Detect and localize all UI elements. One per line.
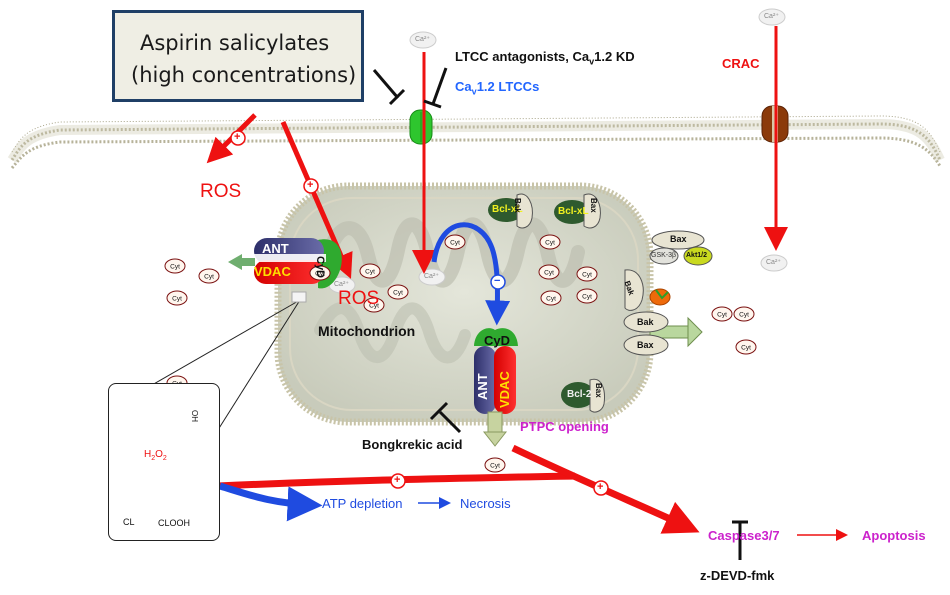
bcl2-label: Bcl-2 xyxy=(567,389,592,400)
minus-marker: − xyxy=(494,275,501,287)
ptpc-opening-label: PTPC opening xyxy=(520,419,609,434)
bclxl-label-2: Bcl-xL xyxy=(558,206,589,217)
inset-callout-lines xyxy=(151,291,307,434)
cytochrome-c-3: Cyt xyxy=(166,290,188,306)
bongkrekic-acid-label: Bongkrekic acid xyxy=(362,437,463,452)
cytochrome-c-19: Cyt xyxy=(484,457,506,473)
aspirin-line-1: Aspirin salicylates xyxy=(140,31,330,55)
cav-ltcc-label: Cav1.2 LTCCs xyxy=(455,79,540,97)
vdac-top-label: VDAC xyxy=(254,264,291,279)
vdac-bottom-label: VDAC xyxy=(497,371,512,408)
ant-vdac-bottom xyxy=(474,328,518,447)
ant-top-label: ANT xyxy=(262,241,289,256)
plus-marker-4: + xyxy=(597,481,604,493)
ros-inner-label: ROS xyxy=(338,288,380,309)
bax-label-3: Bax xyxy=(637,340,654,350)
cytochrome-c-label: Cyt xyxy=(315,271,325,278)
atp-depletion-label: ATP depletion xyxy=(322,496,403,511)
plus-marker-3: + xyxy=(394,474,401,486)
cytochrome-c-2: Cyt xyxy=(198,268,220,284)
cytochrome-c-label: Cyt xyxy=(546,296,556,303)
cytochrome-c-label: Cyt xyxy=(204,274,214,281)
calcium-ion-label-1: Ca²⁺ xyxy=(415,36,430,43)
bclxl-label-1: Bcl-xL xyxy=(492,204,523,215)
ant-bottom-label: ANT xyxy=(475,373,490,400)
bak-label-1: Bak xyxy=(513,198,522,213)
cytochrome-c-label: Cyt xyxy=(739,312,749,319)
cytochrome-c-label: Cyt xyxy=(582,272,592,279)
cytochrome-c-label: Cyt xyxy=(172,296,182,303)
inhibition-bars xyxy=(372,67,748,560)
h2o2-label: H2O2 xyxy=(144,449,167,463)
cytochrome-c-5: Cyt xyxy=(359,263,381,279)
mitochondrion-label: Mitochondrion xyxy=(318,323,416,339)
cytochrome-c-13: Cyt xyxy=(576,288,598,304)
cytochrome-c-label: Cyt xyxy=(741,345,751,352)
aspirin-box: Aspirin salicylates (high concentrations… xyxy=(112,10,364,102)
cl-label: CL xyxy=(123,517,135,527)
plasma-membrane xyxy=(7,115,945,169)
cytochrome-c-9: Cyt xyxy=(539,234,561,250)
cyd-top-label: CyD xyxy=(314,256,326,279)
ltcc-antagonists-label: LTCC antagonists, Cav1.2 KD xyxy=(455,49,635,67)
apoptosis-label: Apoptosis xyxy=(862,528,926,543)
bax-label-1: Bax xyxy=(589,198,598,213)
calcium-ion-label-2: Ca²⁺ xyxy=(764,13,779,20)
cytochrome-c-10: Cyt xyxy=(538,264,560,280)
cytochrome-c-label: Cyt xyxy=(393,290,403,297)
cytochrome-c-16: Cyt xyxy=(735,339,757,355)
cytochrome-c-label: Cyt xyxy=(170,264,180,271)
sign-markers xyxy=(230,130,609,496)
cytochrome-c-12: Cyt xyxy=(540,290,562,306)
cytochrome-c-1: Cyt xyxy=(164,258,186,274)
cytochrome-c-15: Cyt xyxy=(733,306,755,322)
caspase-label: Caspase3/7 xyxy=(708,528,780,543)
bcl-proteins xyxy=(488,193,713,413)
cytochrome-c-8: Cyt xyxy=(444,234,466,250)
ltcc-channel xyxy=(409,109,433,145)
plus-marker-1: + xyxy=(234,131,241,143)
akt-label: Akt1/2 xyxy=(686,252,708,259)
clooh-label: CLOOH xyxy=(158,518,191,528)
crac-label: CRAC xyxy=(722,56,760,71)
bak-bax-pore xyxy=(623,311,703,356)
bax-label-2: Bax xyxy=(670,234,687,244)
lipid-inset-box xyxy=(108,383,220,541)
cytochrome-c-7: Cyt xyxy=(363,297,385,313)
plus-marker-2: + xyxy=(307,179,314,191)
aspirin-line-2: (high concentrations) xyxy=(131,63,357,87)
cytochrome-c-4: Cyt xyxy=(309,265,331,281)
calcium-ion-label-4: Ca²⁺ xyxy=(424,273,439,280)
cytochrome-c-label: Cyt xyxy=(365,269,375,276)
cytochrome-c-label: Cyt xyxy=(545,240,555,247)
blue-arrows xyxy=(218,222,511,522)
cytochrome-c-label: Cyt xyxy=(717,312,727,319)
necrosis-label: Necrosis xyxy=(460,496,511,511)
ros-outer-label: ROS xyxy=(200,181,242,202)
cytochrome-c-label: Cyt xyxy=(544,270,554,277)
oh-label: OH xyxy=(190,410,199,422)
cytochrome-c-label: Cyt xyxy=(369,303,379,310)
bak-label-3: Bak xyxy=(637,317,654,327)
cytochrome-c-label: Cyt xyxy=(450,240,460,247)
cytochrome-c-6: Cyt xyxy=(387,284,409,300)
cytochrome-c-14: Cyt xyxy=(711,306,733,322)
calcium-ion-label-3: Ca²⁺ xyxy=(766,259,781,266)
cytochrome-c-label: Cyt xyxy=(582,294,592,301)
cytochrome-c-11: Cyt xyxy=(576,266,598,282)
calcium-ion-label-5: Ca²⁺ xyxy=(334,281,349,288)
bax-label-4: Bax xyxy=(594,383,603,398)
zdevd-fmk-label: z-DEVD-fmk xyxy=(700,568,775,583)
gsk-label: GSK-3β xyxy=(651,252,677,259)
cytochrome-c-label: Cyt xyxy=(490,463,500,470)
cyd-bottom-label: CyD xyxy=(484,333,511,348)
